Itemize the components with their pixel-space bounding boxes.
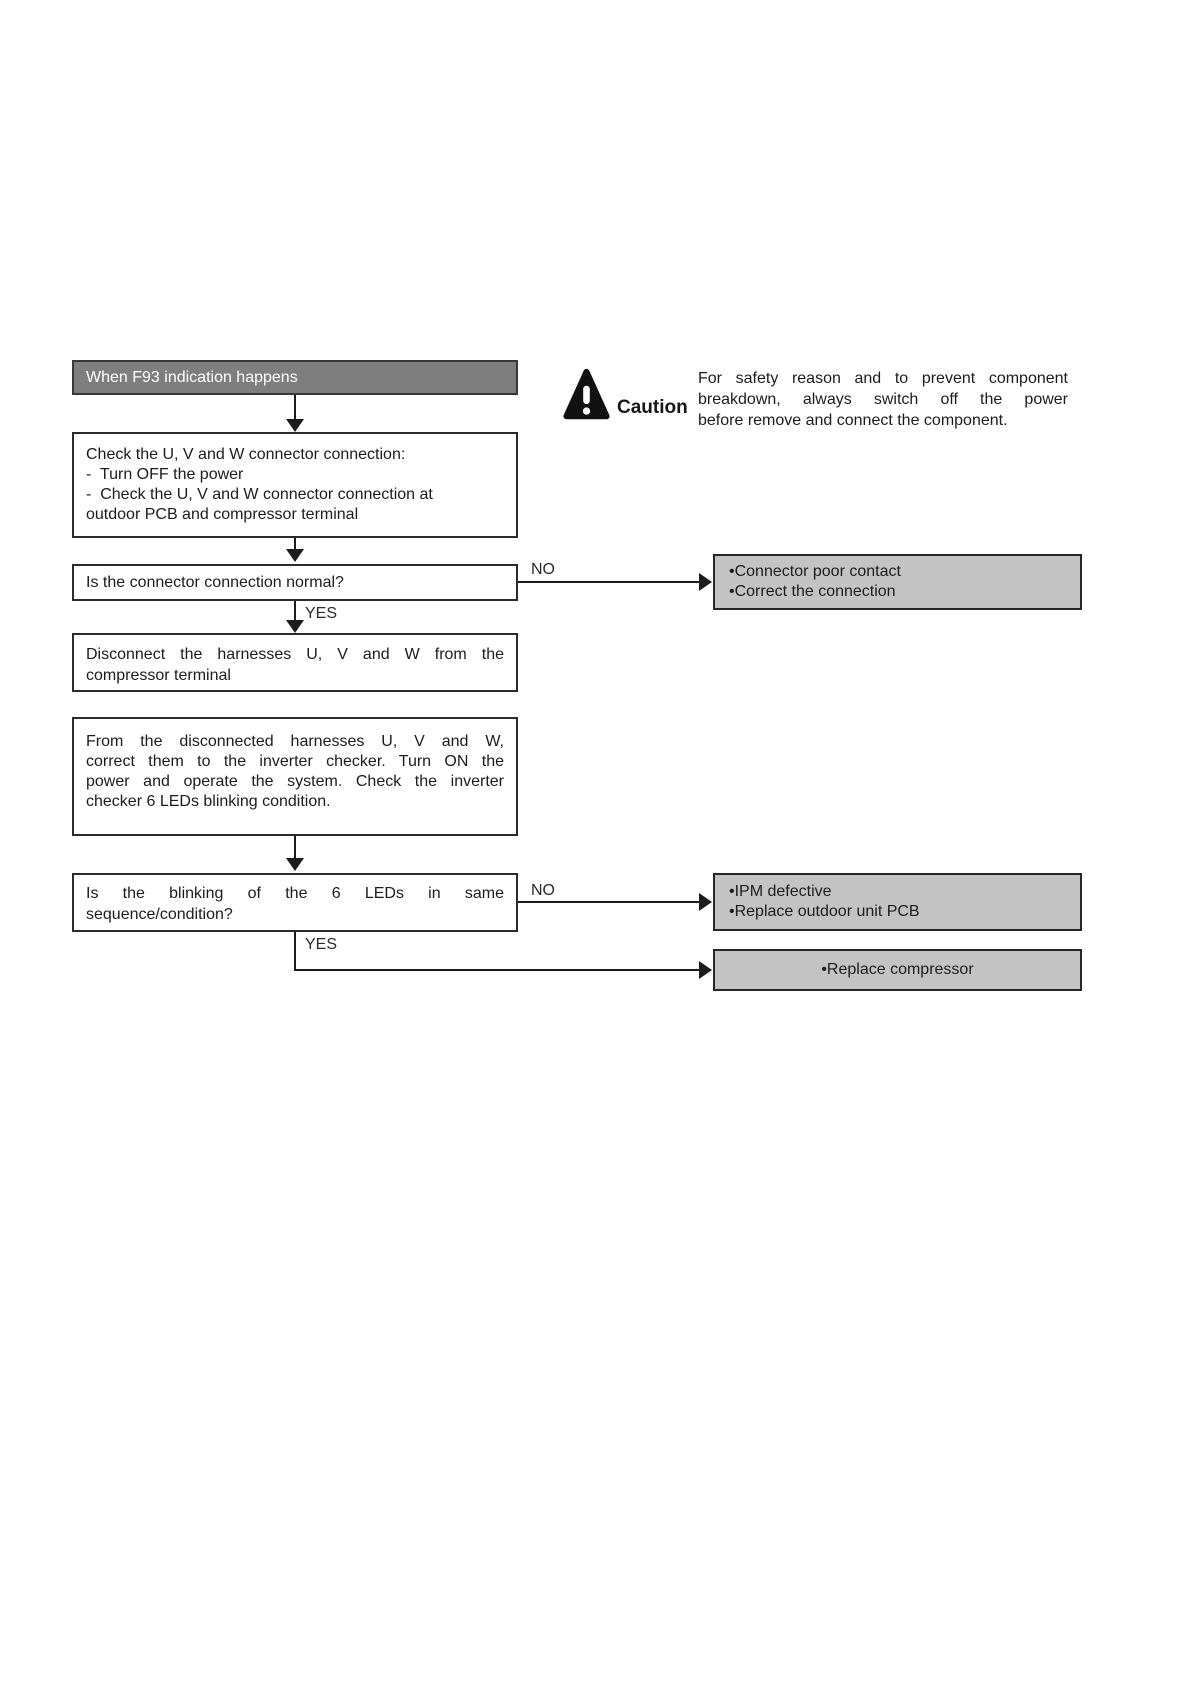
flowchart-check-connection-box: Check the U, V and W connector connectio…: [72, 432, 518, 538]
arrow-right-icon: [699, 893, 712, 911]
flowchart-question-connection-box: Is the connector connection normal?: [72, 564, 518, 601]
arrow-down-icon: [286, 620, 304, 633]
inverter-checker-line: checker 6 LEDs blinking condition.: [86, 793, 331, 810]
arrow-right-icon: [699, 573, 712, 591]
flowchart-result-compressor-box: •Replace compressor: [713, 949, 1082, 991]
caution-note-line: before remove and connect the component.: [698, 412, 1008, 429]
result-poor-contact-line: •Correct the connection: [729, 583, 896, 600]
connector-line-down-2: [294, 538, 296, 551]
branch-yes-label: YES: [305, 936, 338, 954]
caution-note: For safety reason and to prevent compone…: [698, 368, 1068, 431]
connector-line-no-2: [518, 901, 700, 903]
connector-line-no-1: [518, 581, 700, 583]
disconnect-line: compressor terminal: [86, 667, 231, 684]
flowchart-start-label: When F93 indication happens: [86, 368, 298, 386]
caution-note-line: For safety reason and to prevent compone…: [698, 370, 1068, 387]
flowchart-start-box: When F93 indication happens: [72, 360, 518, 395]
connector-line-yes-1: [294, 601, 296, 622]
check-connection-line: - Check the U, V and W connector connect…: [86, 486, 433, 503]
question-connection-label: Is the connector connection normal?: [86, 573, 344, 591]
connector-line-yes-2: [294, 932, 296, 971]
flowchart-disconnect-box: Disconnect the harnesses U, V and W from…: [72, 633, 518, 692]
check-connection-line: - Turn OFF the power: [86, 466, 244, 483]
check-connection-line: outdoor PCB and compressor terminal: [86, 506, 359, 523]
connector-line-down-1: [294, 395, 296, 421]
branch-yes-label: YES: [305, 605, 338, 623]
arrow-down-icon: [286, 419, 304, 432]
question-blinking-line: Is the blinking of the 6 LEDs in same: [86, 885, 504, 902]
inverter-checker-line: power and operate the system. Check the …: [86, 773, 504, 790]
inverter-checker-line: correct them to the inverter checker. Tu…: [86, 753, 504, 770]
disconnect-line: Disconnect the harnesses U, V and W from…: [86, 646, 504, 663]
check-connection-line: Check the U, V and W connector connectio…: [86, 446, 406, 463]
inverter-checker-line: From the disconnected harnesses U, V and…: [86, 733, 504, 750]
arrow-down-icon: [286, 858, 304, 871]
result-ipm-line: •IPM defective: [729, 883, 832, 900]
flowchart-result-ipm-box: •IPM defective •Replace outdoor unit PCB: [713, 873, 1082, 931]
caution-title: Caution: [617, 397, 688, 418]
result-compressor-label: •Replace compressor: [821, 961, 974, 978]
flowchart-inverter-checker-box: From the disconnected harnesses U, V and…: [72, 717, 518, 836]
connector-line-down-3: [294, 836, 296, 859]
warning-triangle-icon: [563, 368, 610, 420]
connector-line-yes-2-horizontal: [294, 969, 700, 971]
question-blinking-line: sequence/condition?: [86, 906, 233, 923]
result-ipm-line: •Replace outdoor unit PCB: [729, 903, 920, 920]
arrow-right-icon: [699, 961, 712, 979]
flowchart-question-blinking-box: Is the blinking of the 6 LEDs in same se…: [72, 873, 518, 932]
arrow-down-icon: [286, 549, 304, 562]
flowchart-result-poor-contact-box: •Connector poor contact •Correct the con…: [713, 554, 1082, 610]
result-poor-contact-line: •Connector poor contact: [729, 563, 901, 580]
caution-note-line: breakdown, always switch off the power: [698, 391, 1068, 408]
branch-no-label: NO: [531, 561, 555, 579]
branch-no-label: NO: [531, 882, 555, 900]
